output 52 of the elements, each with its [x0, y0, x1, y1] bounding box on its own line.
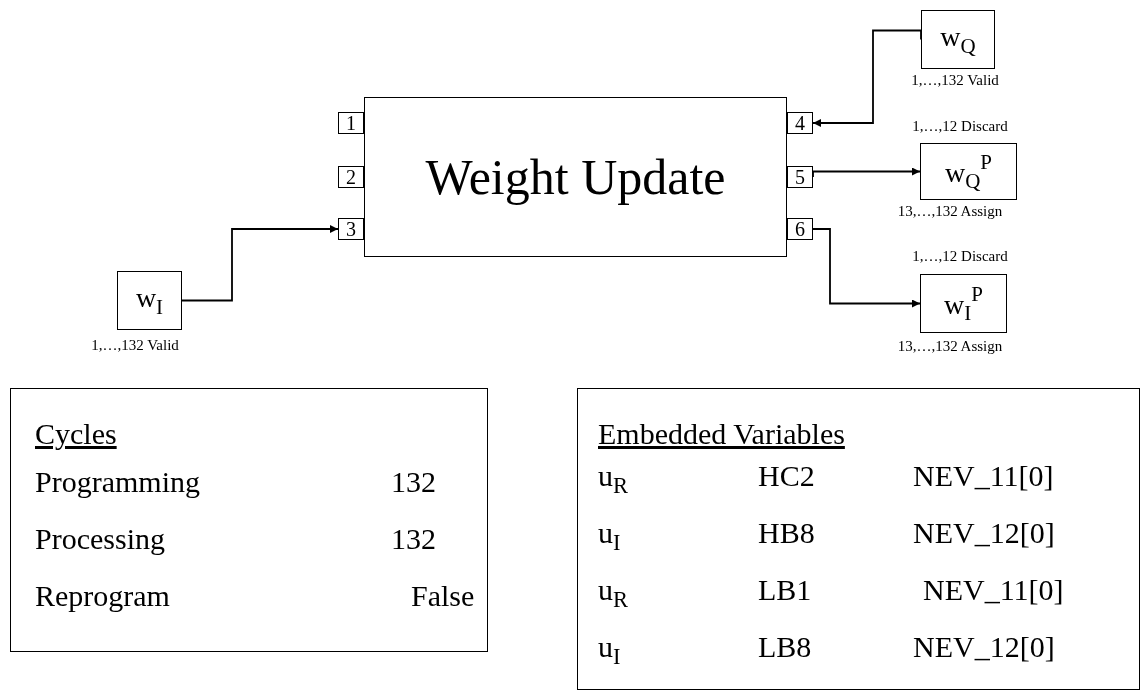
table-cell: LB8: [758, 630, 812, 663]
table-panel: [577, 388, 1140, 690]
signal-box: [920, 274, 1007, 333]
port-box: [338, 218, 364, 240]
port-number: 6: [795, 218, 805, 240]
table-cell: NEV_12[0]: [913, 630, 1055, 663]
node-caption: 13,…,132 Assign: [896, 338, 1004, 355]
signal-box: [921, 10, 995, 69]
block-title: Weight Update: [425, 149, 726, 205]
table-heading: Cycles: [35, 417, 117, 450]
port-box: [787, 218, 813, 240]
port-box: [338, 166, 364, 188]
node-caption: 1,…,132 Valid: [90, 337, 180, 354]
table-cell: u$_{I}$: [598, 516, 621, 556]
table-cell: False: [411, 579, 475, 612]
process-box: [364, 97, 787, 257]
arrow: [812, 29, 922, 127]
table-cell: NEV_11[0]: [913, 459, 1054, 492]
table-cell: HB8: [758, 516, 815, 549]
table-cell: NEV_12[0]: [913, 516, 1055, 549]
table-cell: u$_{R}$: [598, 573, 628, 613]
node-caption: 1,…,12 Discard: [911, 248, 1009, 265]
signal-label: w$_{I}$: [135, 282, 164, 319]
table-cell: Programming: [35, 465, 200, 498]
port-number: 2: [346, 166, 356, 188]
signal-box: [117, 271, 182, 330]
table-cell: Reprogram: [35, 579, 170, 612]
port-number: 3: [346, 218, 356, 240]
arrow: [812, 228, 921, 308]
port-number: 1: [346, 112, 356, 134]
node-caption: 13,…,132 Assign: [896, 203, 1004, 220]
port-box: [787, 112, 813, 134]
arrow: [812, 167, 921, 178]
table-cell: u$_{I}$: [598, 630, 621, 670]
table-cell: NEV_11[0]: [923, 573, 1064, 606]
node-caption: 1,…,132 Valid: [910, 72, 1000, 89]
arrow: [181, 225, 339, 302]
port-number: 5: [795, 166, 805, 188]
table-cell: u$_{R}$: [598, 459, 628, 499]
port-box: [787, 166, 813, 188]
table-cell: HC2: [758, 459, 815, 492]
table-heading: Embedded Variables: [598, 417, 845, 450]
table-panel: [10, 388, 488, 652]
port-box: [338, 112, 364, 134]
node-caption: 1,…,12 Discard: [911, 118, 1009, 135]
table-cell: 132: [391, 522, 436, 555]
table-cell: LB1: [758, 573, 812, 606]
signal-box: [920, 143, 1017, 200]
signal-label: w$_{Q}$: [940, 21, 976, 58]
table-cell: 132: [391, 465, 436, 498]
table-cell: Processing: [35, 522, 165, 555]
port-number: 4: [795, 112, 805, 134]
